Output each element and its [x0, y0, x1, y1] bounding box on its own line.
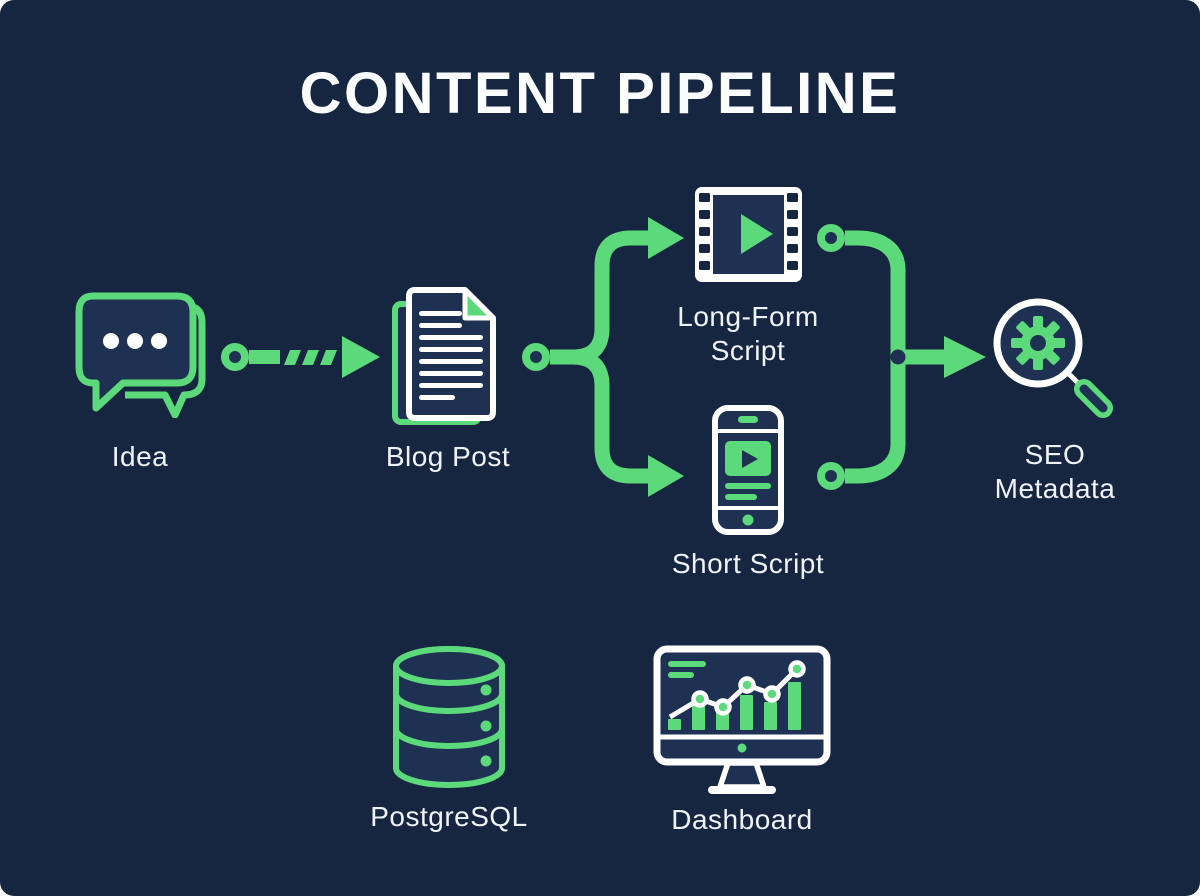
node-seo-metadata: SEO Metadata	[975, 293, 1135, 506]
dashboard-label: Dashboard	[671, 804, 813, 835]
short-script-label: Short Script	[671, 548, 825, 579]
node-blog-post: Blog Post	[380, 286, 516, 474]
node-postgresql: PostgreSQL	[369, 642, 529, 834]
monitor-chart-icon	[653, 645, 831, 794]
page-title: CONTENT PIPELINE	[299, 61, 901, 126]
mini-chart	[668, 660, 806, 730]
play-icon	[742, 450, 758, 468]
blog-post-label: Blog Post	[385, 441, 511, 472]
node-idea: Idea	[65, 288, 215, 474]
arrowhead-icon	[648, 455, 684, 497]
document-icon	[392, 287, 496, 425]
connector-dot-icon	[221, 343, 249, 371]
junction-dot-icon	[890, 349, 906, 365]
connector-dot-icon	[817, 462, 845, 490]
long-form-script-label: Long-Form Script	[677, 301, 819, 366]
connector-dot-icon	[522, 343, 550, 371]
node-long-form-script: Long-Form Script	[660, 183, 836, 368]
postgresql-label: PostgreSQL	[370, 801, 528, 832]
play-icon	[740, 214, 773, 254]
idea-label: Idea	[111, 441, 169, 472]
connector-dot-icon	[817, 224, 845, 252]
edge-merge-to-seo	[817, 224, 986, 490]
edge-blogpost-split	[522, 217, 684, 497]
film-strip-icon	[694, 187, 802, 282]
arrowhead-icon	[342, 336, 380, 378]
edge-idea-to-blogpost	[221, 336, 380, 378]
magnifier-gear-icon	[993, 298, 1113, 418]
node-short-script: Short Script	[660, 404, 836, 581]
arrowhead-icon	[944, 336, 986, 378]
home-button-icon	[742, 514, 754, 526]
node-dashboard: Dashboard	[652, 645, 832, 837]
seo-metadata-label: SEO Metadata	[994, 439, 1116, 504]
smartphone-video-icon	[712, 405, 784, 535]
arrowhead-icon	[648, 217, 684, 259]
chat-bubble-icon	[75, 292, 206, 418]
database-icon	[393, 645, 505, 789]
